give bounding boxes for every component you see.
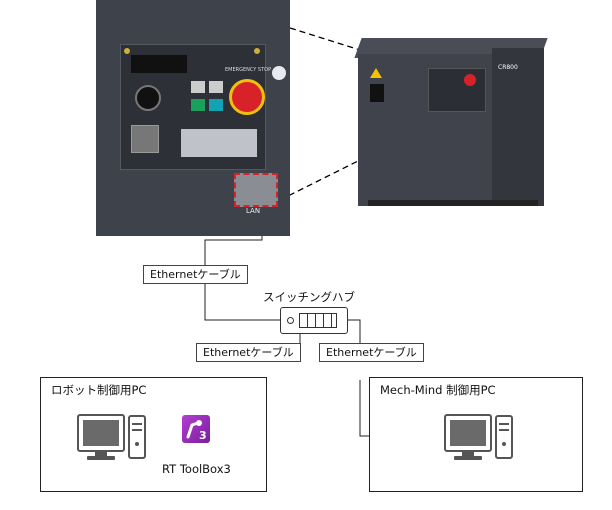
usb-port-icon	[131, 125, 159, 153]
switching-hub-title: スイッチングハブ	[263, 290, 355, 304]
mechmind-pc-title: Mech-Mind 制御用PC	[380, 383, 496, 397]
panel-key-green	[191, 99, 205, 111]
screw-icon	[254, 48, 260, 54]
cabinet-stop-button	[464, 74, 476, 86]
panel-key-1	[191, 81, 205, 93]
warning-icon	[370, 68, 382, 78]
mechmind-control-pc-box: Mech-Mind 制御用PC	[369, 377, 583, 492]
cabinet-brand: CR800	[498, 64, 518, 71]
computer-icon	[77, 414, 146, 460]
cabinet-panel	[428, 68, 486, 112]
control-panel: EMERGENCY STOP	[120, 44, 271, 170]
panel-display	[131, 55, 187, 73]
led-indicator-icon	[272, 66, 286, 80]
rt-toolbox-label: RT ToolBox3	[162, 462, 231, 476]
emergency-stop-button	[229, 79, 265, 115]
panel-info-plate	[181, 129, 257, 157]
cabinet-switch	[370, 84, 384, 102]
cabinet-feet	[368, 200, 538, 206]
zoom-guide-top	[289, 27, 361, 51]
screw-icon	[124, 48, 130, 54]
robot-control-pc-box: ロボット制御用PC 3 RT ToolBox3	[40, 377, 267, 492]
cable-line-to-hub	[204, 283, 280, 321]
computer-icon	[444, 414, 513, 460]
emergency-label: EMERGENCY STOP	[225, 67, 272, 73]
robot-arm-glyph: 3	[186, 420, 207, 442]
lan-port-highlight	[234, 173, 278, 207]
rt-toolbox-app-icon: 3	[182, 415, 210, 443]
hub-ports-icon	[299, 313, 337, 328]
ethernet-cable-label-left: Ethernetケーブル	[196, 343, 301, 362]
panel-key-cyan	[209, 99, 223, 111]
hub-indicator-icon	[287, 317, 294, 324]
panel-key-2	[209, 81, 223, 93]
robot-pc-title: ロボット制御用PC	[51, 383, 147, 397]
ethernet-cable-label-right: Ethernetケーブル	[319, 343, 424, 362]
mode-knob-icon	[135, 85, 161, 111]
zoom-guide-bottom	[279, 159, 361, 201]
lan-port-label: LAN	[246, 207, 261, 215]
svg-text:3: 3	[199, 429, 207, 442]
cabinet-side	[492, 48, 544, 206]
controller-cabinet-photo: CR800	[354, 38, 550, 214]
switching-hub	[280, 307, 348, 334]
controller-closeup-photo: EMERGENCY STOP LAN	[96, 0, 290, 236]
ethernet-cable-label-top: Ethernetケーブル	[143, 265, 248, 284]
